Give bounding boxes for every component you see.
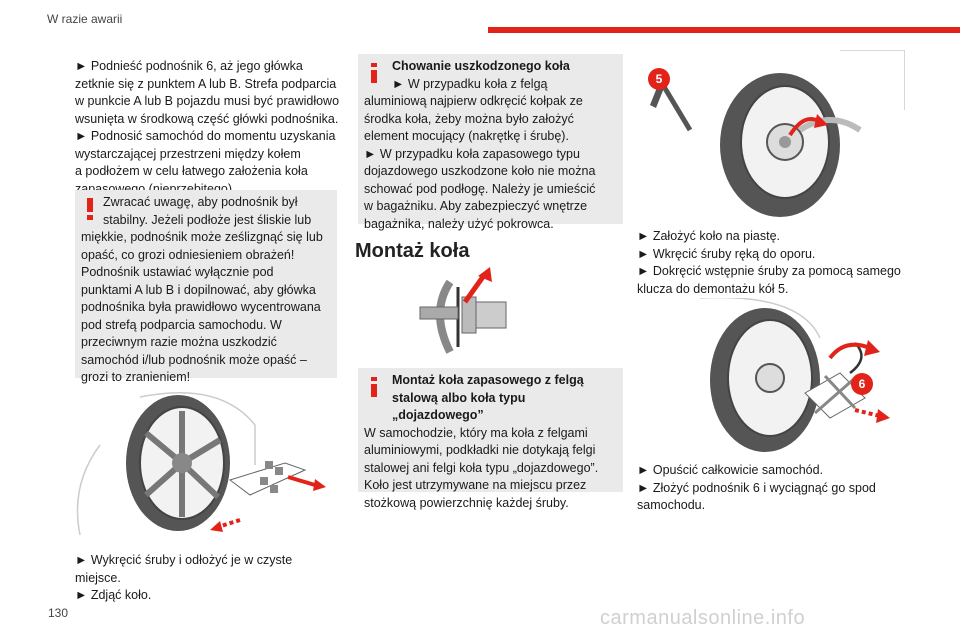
info-icon [371,63,377,83]
step-line: ► Wkręcić śruby ręką do oporu. [637,246,816,261]
warning-line: pod strefą podparcia samochodu. W [81,317,282,332]
info-box-stowing: Chowanie uszkodzonego koła ► W przypadku… [358,54,623,231]
bolt-illustration [419,267,507,354]
text-line: w punkcie A lub B pojazdu musi być prawi… [75,94,340,108]
info-line: bagażnika, należy użyć pokrowca. [364,216,554,231]
warning-line: Zwracać uwagę, aby podnośnik był [103,195,298,209]
info-title: Montaż koła zapasowego z felgą [392,373,584,387]
intro-paragraph: ► Podnieść podnośnik 6, aż jego główka z… [75,58,340,198]
info-icon [371,377,377,397]
info-line: środka koła, żeby można było założyć [364,111,574,126]
info-line: element mocujący (nakrętkę i śrubę). [364,129,569,143]
step-line: ► Opuścić całkowicie samochód. [637,463,824,477]
callout-badge-6: 6 [851,373,873,395]
step-line: klucza do demontażu kół 5. [637,281,789,296]
warning-line: punktami A lub B i dopilnować, aby główk… [81,282,316,297]
info-line: W samochodzie, który ma koła z felgami [364,425,588,440]
header-red-bar [488,27,960,33]
removal-steps: ► Wykręcić śruby i odłożyć je w czyste m… [75,552,340,605]
warning-line: stabilny. Jeżeli podłoże jest śliskie lu… [103,212,312,227]
text-line: wsunięta w środkową część główki podnośn… [75,111,339,126]
info-title: stalową albo koła typu „dojazdowego” [392,390,526,423]
lowering-steps: ► Opuścić całkowicie samochód. ► Złożyć … [637,462,907,515]
wheel-tightening-illustration [650,50,905,217]
warning-box: Zwracać uwagę, aby podnośnik był stabiln… [75,190,337,384]
info-line: w bagażniku. Aby zabezpieczyć wnętrze [364,199,588,213]
step-line: ► Założyć koło na piastę. [637,229,780,243]
warning-line: Podnośnik ustawiać wyłącznie pod [81,265,274,279]
step-line: ► Wykręcić śruby i odłożyć je w czyste m… [75,553,293,585]
info-line: stożkową powierzchnię każdej śruby. [364,495,569,510]
warning-exclamation-icon [87,198,93,220]
step-line: ► Dokręcić wstępnie śruby za pomocą same… [637,264,901,278]
warning-line: przeciwnym razie można uszkodzić [81,335,277,349]
info-line: aluminiową najpierw odkręcić kołpak ze [364,94,583,108]
warning-line: opaść, co grozi odniesieniem obrażeń! [81,247,295,262]
info-line: aluminiowymi, podkładki nie dotykają fel… [364,443,596,457]
info-line: schować pod podłogę. Należy je umieścić [364,181,596,196]
text-line: ► Podnosić samochód do momentu uzyskania [75,129,336,143]
text-line: zetknie się z punktem A lub B. Strefa po… [75,76,337,91]
info-line: dojazdowego uszkodzone koło nie można [364,164,596,178]
info-line: Koło jest utrzymywane na miejscu przez [364,478,587,492]
info-box-mounting: Montaż koła zapasowego z felgą stalową a… [358,368,623,510]
step-line: samochodu. [637,498,706,512]
column-1: ► Podnieść podnośnik 6, aż jego główka z… [75,58,340,198]
text-line: ► Podnieść podnośnik 6, aż jego główka [75,59,303,73]
mounting-steps: ► Założyć koło na piastę. ► Wkręcić śrub… [637,228,907,298]
warning-line: samochód i/lub podnośnik może opaść – [81,352,307,367]
text-line: wystarczającej przestrzeni między kołem [75,146,301,161]
text-line: a podłożem w celu łatwego założenia koła [75,164,308,178]
info-line: ► W przypadku koła z felgą [392,76,548,91]
page-number: 130 [48,606,69,620]
warning-line: miękkie, podnośnik może ześlizgnąć się l… [81,230,323,244]
callout-badge-5: 5 [648,68,670,90]
step-line: ► Zdjąć koło. [75,588,152,602]
header-section-title: W razie awarii [47,12,123,26]
section-title: Montaż koła [355,240,470,262]
jack-lowering-illustration [700,298,890,452]
step-line: ► Złożyć podnośnik 6 i wyciągnąć go spod [637,480,876,495]
info-line: ► W przypadku koła zapasowego typu [364,146,580,161]
wheel-removal-illustration [76,392,326,536]
info-line: stalowej ani felgi koła typu „dojazdoweg… [364,460,599,475]
warning-line: podnośnika była prawidłowo wycentrowana [81,300,321,314]
watermark: carmanualsonline.info [600,607,806,629]
warning-line: grozi to zranieniem! [81,370,191,384]
info-title: Chowanie uszkodzonego koła [392,59,570,73]
